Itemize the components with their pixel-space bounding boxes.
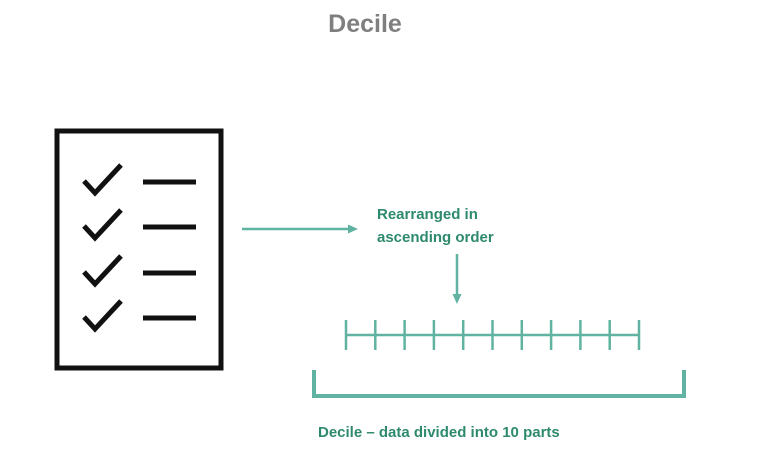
checkmark-icon xyxy=(82,163,123,197)
checklist-row xyxy=(82,208,196,242)
rearranged-label-line1: Rearranged in xyxy=(377,206,478,223)
diagram-title: Decile xyxy=(328,10,402,38)
document-frame xyxy=(54,128,224,371)
checkmark-icon xyxy=(82,254,123,288)
rearranged-label: Rearranged in ascending order xyxy=(377,203,547,249)
checkmark-icon xyxy=(82,299,123,333)
rearranged-label-line2: ascending order xyxy=(377,229,494,246)
checklist-row xyxy=(82,163,196,197)
decile-caption: Decile – data divided into 10 parts xyxy=(318,424,560,441)
checklist-document-icon xyxy=(54,128,224,371)
arrow-right-icon xyxy=(242,224,358,234)
checklist-row xyxy=(82,299,196,333)
checklist-row xyxy=(82,254,196,288)
number-line-ticks xyxy=(344,320,641,350)
checkmark-icon xyxy=(82,208,123,242)
grouping-bracket xyxy=(312,370,686,398)
arrow-down-icon xyxy=(452,254,462,304)
number-line xyxy=(344,320,641,350)
